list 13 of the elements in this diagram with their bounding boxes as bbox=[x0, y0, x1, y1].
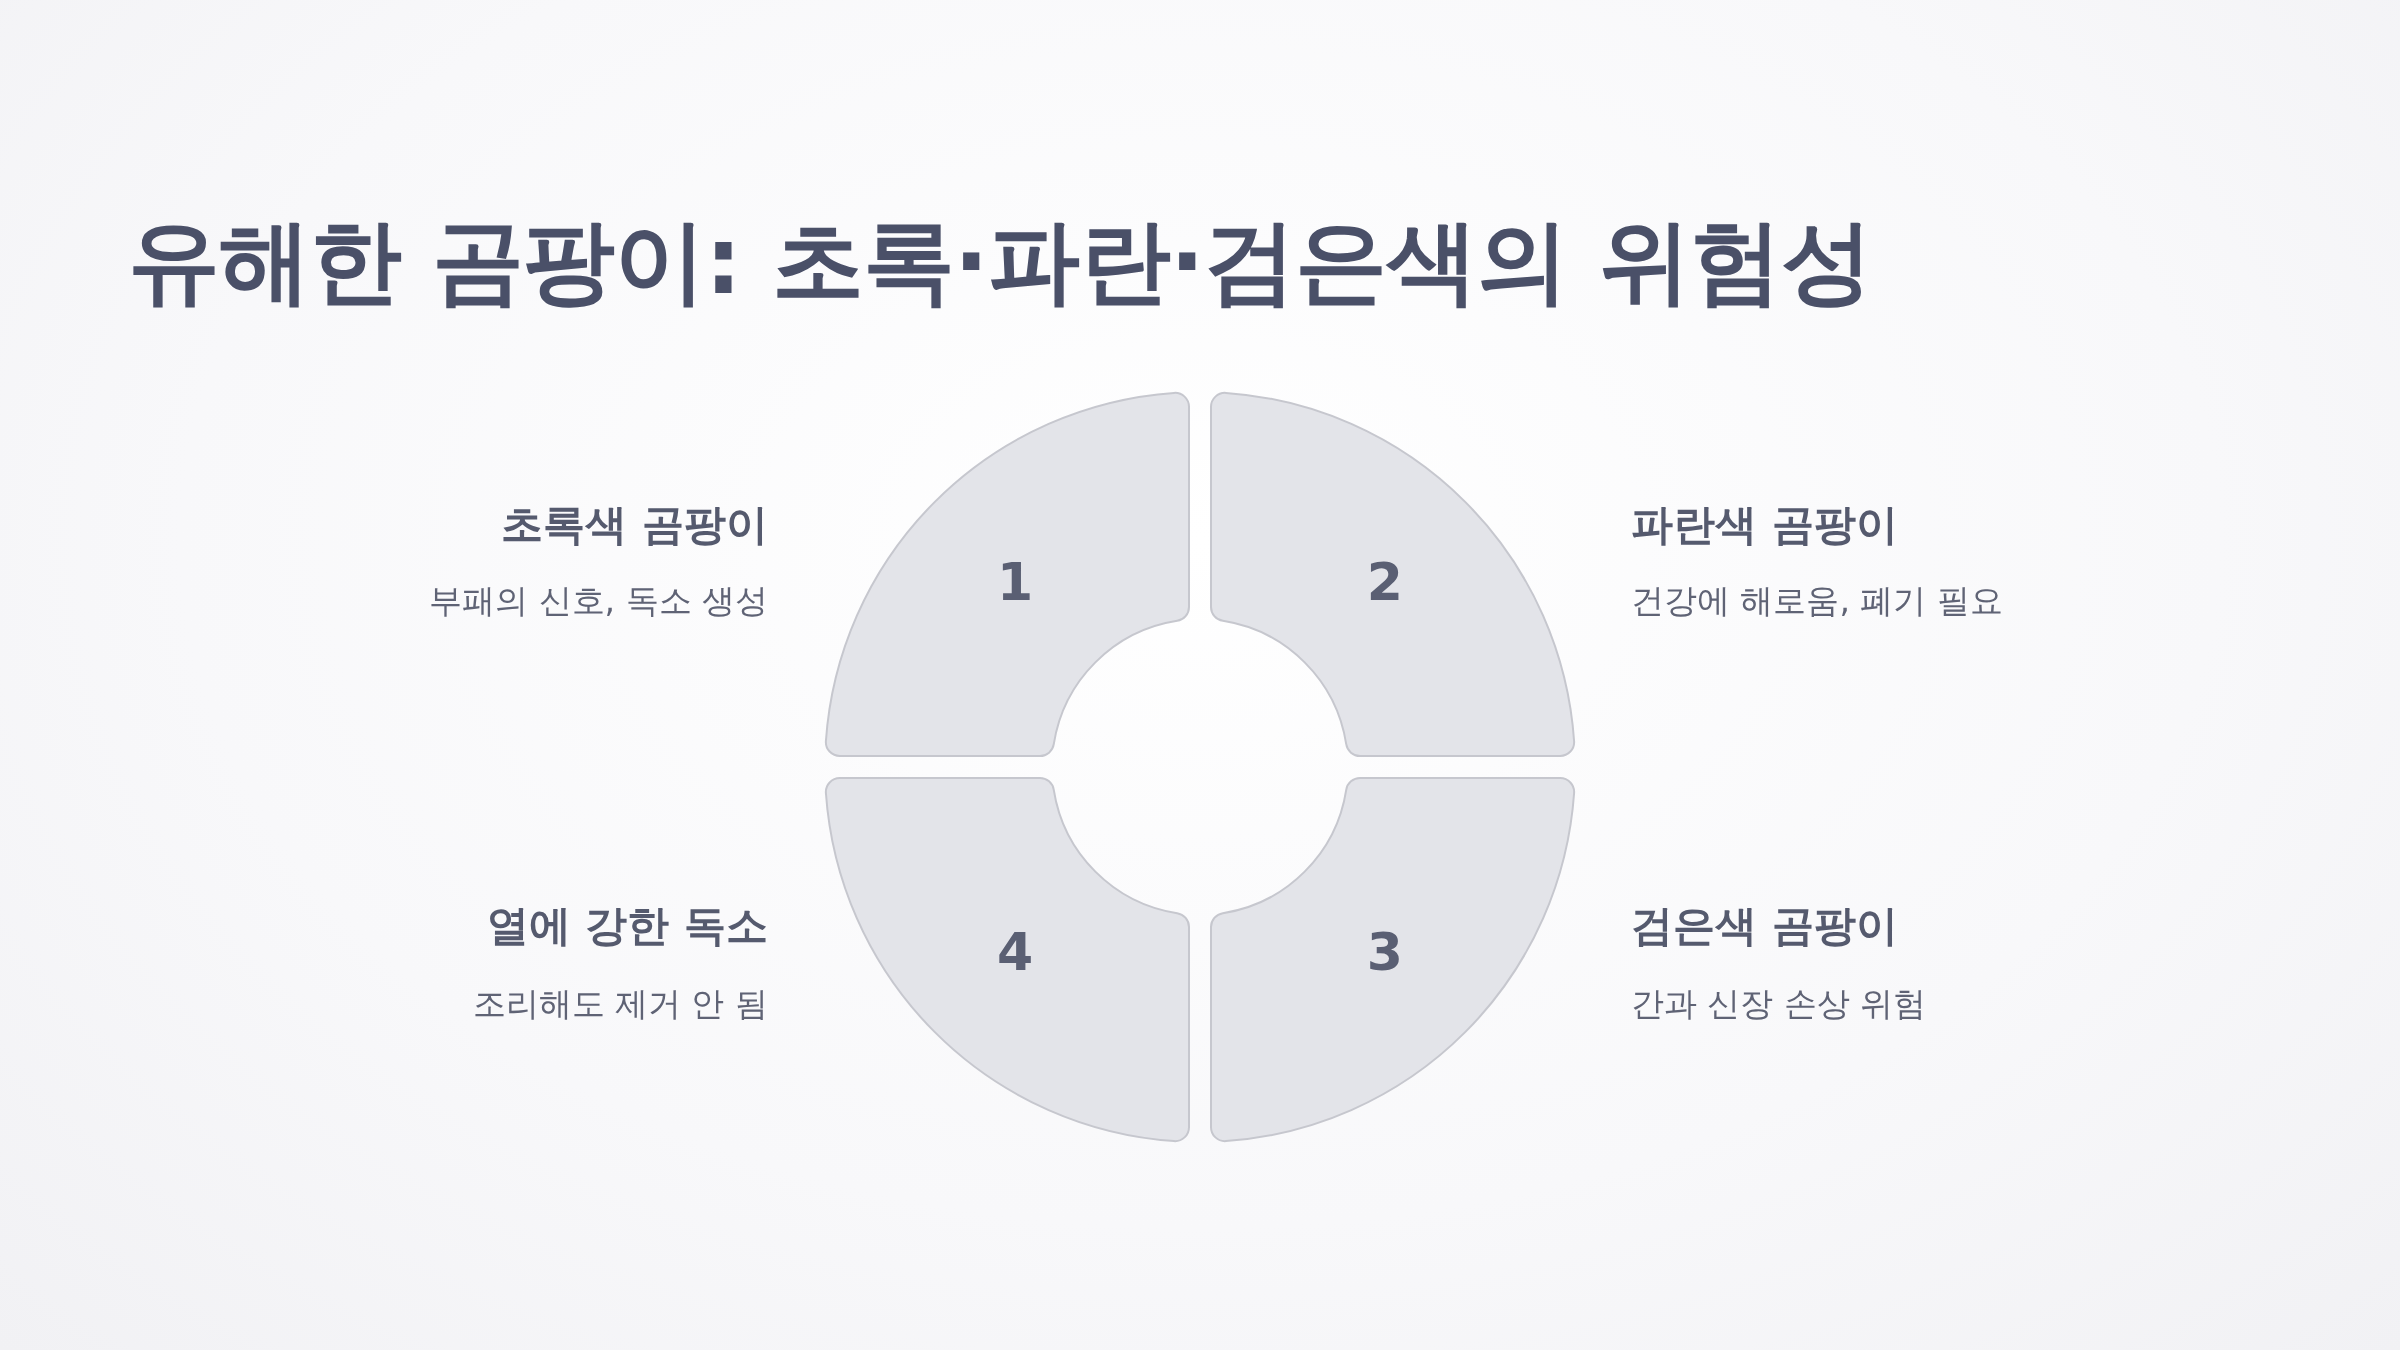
segment-heading: 검은색 곰팡이 bbox=[1631, 900, 1898, 952]
segment-description: 부패의 신호, 독소 생성 bbox=[429, 579, 768, 622]
step-number: 4 bbox=[997, 921, 1034, 982]
segment-heading: 열에 강한 독소 bbox=[486, 900, 768, 952]
step-number: 3 bbox=[1366, 921, 1403, 982]
segment-heading: 파란색 곰팡이 bbox=[1631, 499, 1898, 551]
segment-description: 간과 신장 손상 위험 bbox=[1631, 982, 1927, 1025]
segment-description: 건강에 해로움, 폐기 필요 bbox=[1631, 579, 2003, 622]
title: 유해한 곰팡이: 초록·파란·검은색의 위험성 bbox=[128, 207, 1872, 317]
segment-description: 조리해도 제거 안 됨 bbox=[472, 982, 768, 1025]
segment-heading: 초록색 곰팡이 bbox=[501, 499, 768, 551]
step-number: 2 bbox=[1366, 552, 1403, 613]
step-number: 1 bbox=[997, 552, 1034, 613]
